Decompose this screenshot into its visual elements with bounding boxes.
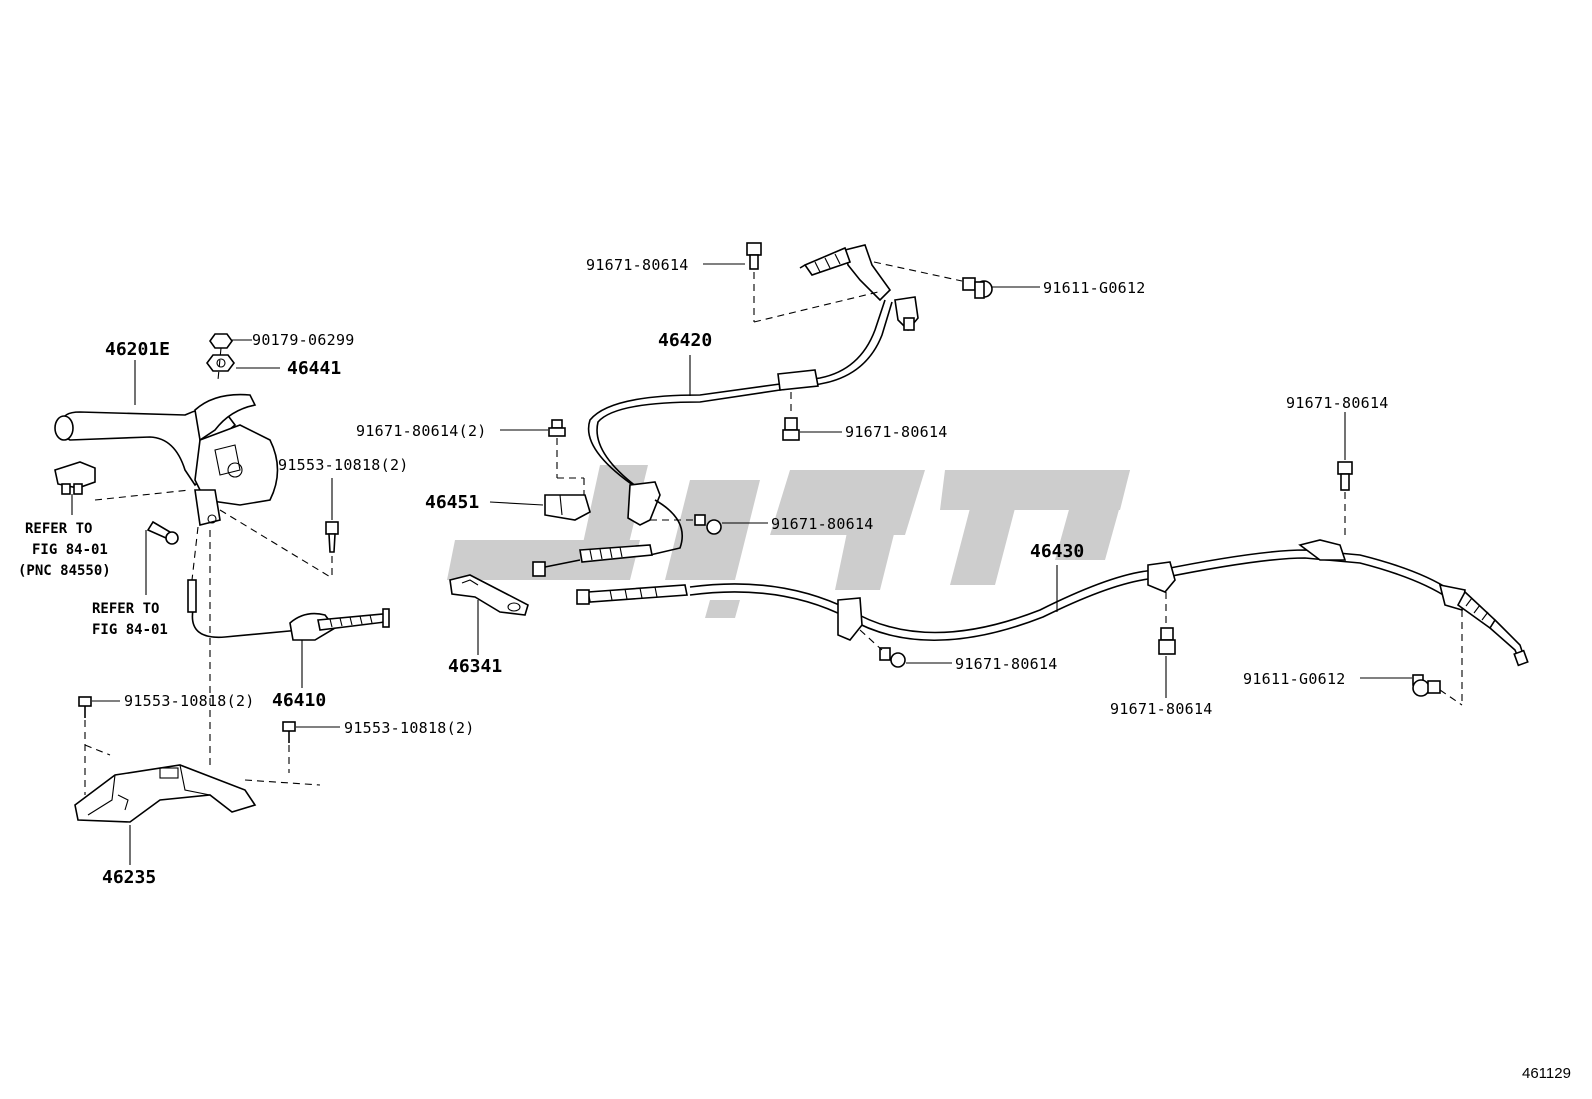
label-46201E[interactable]: 46201E [105, 339, 170, 360]
watermark-logo [447, 465, 1130, 618]
bolt-91671-80614-right[interactable] [1337, 461, 1353, 491]
nut-90179-06299[interactable] [209, 333, 233, 349]
label-46441[interactable]: 46441 [287, 358, 341, 379]
label-46451[interactable]: 46451 [425, 492, 479, 513]
bolt-91553-10818-lower-right[interactable] [282, 721, 296, 743]
label-91611-G0612-right[interactable]: 91611-G0612 [1243, 670, 1346, 688]
bracket-46341[interactable] [449, 574, 529, 616]
label-refer-to-1-line1: REFER TO [25, 521, 92, 537]
diagram-id: 461129 [1522, 1065, 1571, 1082]
label-refer-to-1-line2: FIG 84-01 [32, 542, 108, 558]
bolt-91611-G0612-top[interactable] [962, 277, 993, 299]
label-91671-80614-clip[interactable]: 91671-80614 [771, 515, 874, 533]
bracket-46235[interactable] [74, 764, 257, 823]
assembly-guide-lines-middle [556, 261, 963, 521]
lever-assembly-46201E[interactable] [54, 393, 279, 526]
clip-46451[interactable] [544, 494, 591, 521]
label-46235[interactable]: 46235 [102, 867, 156, 888]
bolt-91671-80614-top[interactable] [746, 242, 762, 270]
screw-91553-10818-upper[interactable] [325, 521, 339, 553]
label-46430[interactable]: 46430 [1030, 541, 1084, 562]
bolt-91553-10818-lower-left[interactable] [78, 696, 92, 718]
brake-switch[interactable] [54, 461, 96, 495]
part-labels: 46201E 90179-06299 46441 91553-10818(2) … [18, 256, 1571, 1082]
label-91671-80614-top[interactable]: 91671-80614 [586, 256, 689, 274]
label-46420[interactable]: 46420 [658, 330, 712, 351]
bolt-91671-80614-mid[interactable] [782, 417, 800, 441]
bolt-91671-80614-low[interactable] [879, 647, 906, 668]
label-91553-10818-lower-right[interactable]: 91553-10818(2) [344, 719, 475, 737]
cable-46420[interactable] [532, 244, 919, 577]
nut-46441[interactable] [206, 354, 235, 372]
assembly-guide-lines-right [859, 492, 1463, 706]
label-91671-80614-right[interactable]: 91671-80614 [1286, 394, 1389, 412]
label-90179-06299[interactable]: 90179-06299 [252, 331, 355, 349]
assembly-guide-lines-left [84, 347, 333, 795]
label-46410[interactable]: 46410 [272, 690, 326, 711]
label-91611-G0612-top[interactable]: 91611-G0612 [1043, 279, 1146, 297]
label-91671-80614-x2[interactable]: 91671-80614(2) [356, 422, 487, 440]
label-refer-to-2-line1: REFER TO [92, 601, 159, 617]
bolt-91671-80614-low2[interactable] [1158, 627, 1176, 655]
label-91671-80614-low2[interactable]: 91671-80614 [1110, 700, 1213, 718]
bolt-91671-80614-clip[interactable] [694, 514, 722, 535]
cable-46430[interactable] [576, 539, 1529, 667]
label-91671-80614-low[interactable]: 91671-80614 [955, 655, 1058, 673]
label-91553-10818-upper[interactable]: 91553-10818(2) [278, 456, 409, 474]
label-91671-80614-mid[interactable]: 91671-80614 [845, 423, 948, 441]
leader-lines-right [477, 263, 1412, 698]
label-91553-10818-lower-left[interactable]: 91553-10818(2) [124, 692, 255, 710]
label-refer-to-2-line2: FIG 84-01 [92, 622, 168, 638]
cable-46410[interactable] [187, 579, 390, 641]
screw-91671-80614-x2[interactable] [548, 419, 566, 437]
bolt-91611-G0612-right[interactable] [1412, 674, 1441, 697]
leader-lines-left [71, 339, 340, 865]
label-refer-to-1-line3: (PNC 84550) [18, 563, 111, 579]
label-46341[interactable]: 46341 [448, 656, 502, 677]
screw-left-1[interactable] [146, 520, 179, 545]
